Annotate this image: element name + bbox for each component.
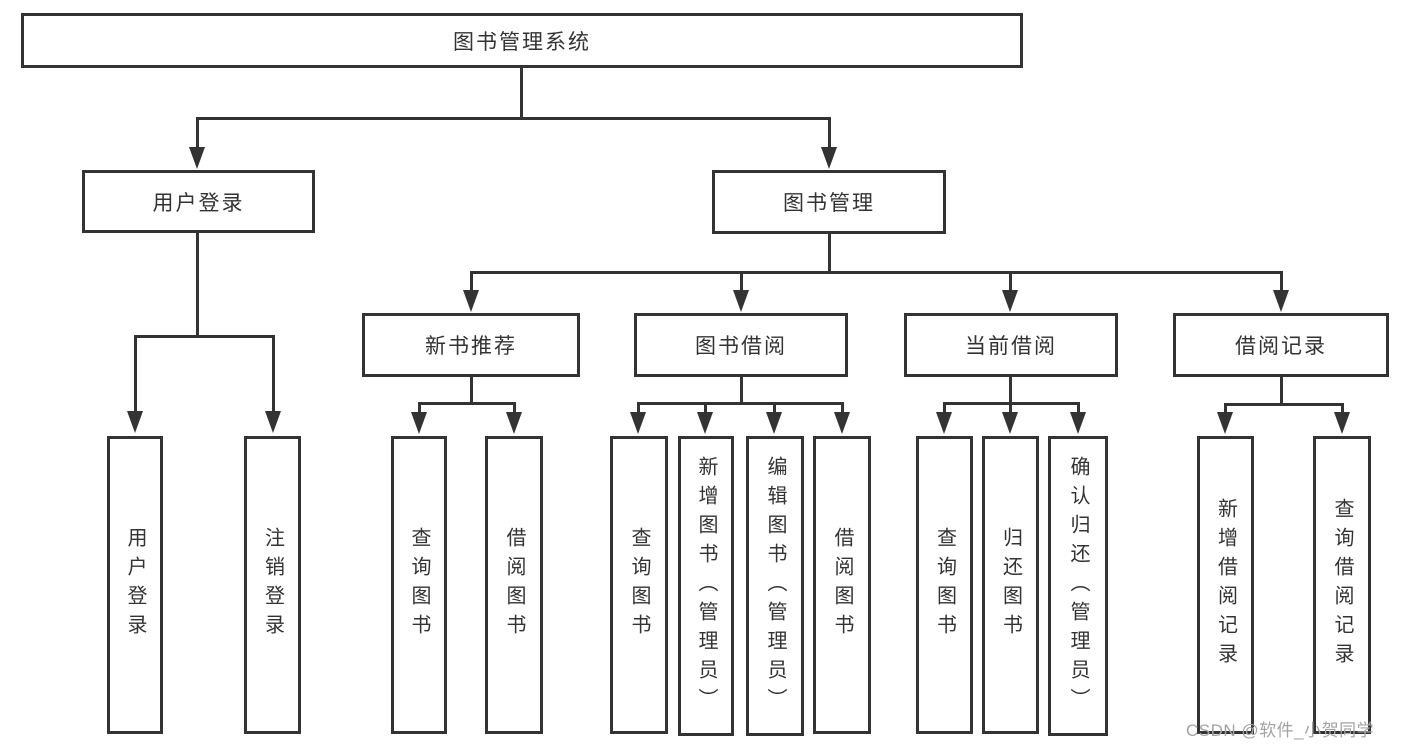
arrowhead-down-icon — [1334, 412, 1350, 434]
csdn-watermark: CSDN @软件_小贺同学 — [1186, 721, 1375, 740]
connector-line — [196, 232, 199, 337]
arrowhead-down-icon — [630, 412, 646, 434]
leaf-current-confirm-return-admin: 确认归还（管理员） — [1048, 436, 1108, 736]
node-root: 图书管理系统 — [21, 13, 1023, 68]
connector-line — [1224, 403, 1344, 406]
connector-line — [520, 68, 523, 118]
leaf-borrowing-query-books: 查询图书 — [610, 436, 668, 734]
leaf-user-login: 用户登录 — [107, 436, 163, 734]
arrowhead-down-icon — [697, 412, 713, 434]
connector-line — [1224, 403, 1227, 413]
leaf-records-query-record: 查询借阅记录 — [1313, 436, 1371, 734]
arrowhead-down-icon — [506, 412, 522, 434]
connector-line — [470, 271, 473, 292]
arrowhead-down-icon — [1002, 290, 1018, 312]
connector-line — [272, 335, 275, 413]
connector-line — [740, 271, 743, 292]
leaf-logout-label: 注销登录 — [261, 527, 284, 643]
leaf-borrowing-borrow-books: 借阅图书 — [813, 436, 871, 734]
node-new-book-recommend-label: 新书推荐 — [425, 335, 517, 358]
leaf-current-query-books-label: 查询图书 — [933, 527, 956, 643]
connector-line — [1009, 402, 1012, 413]
connector-line — [841, 402, 844, 413]
node-current-borrowing-label: 当前借阅 — [965, 335, 1057, 358]
leaf-borrowing-borrow-books-label: 借阅图书 — [831, 527, 853, 643]
connector-line — [134, 335, 137, 413]
leaf-records-query-record-label: 查询借阅记录 — [1331, 498, 1353, 672]
leaf-recommend-query-books: 查询图书 — [391, 436, 447, 734]
connector-line — [1077, 402, 1080, 413]
arrowhead-down-icon — [1273, 290, 1289, 312]
connector-line — [637, 402, 640, 413]
connector-line — [1341, 403, 1344, 413]
leaf-borrowing-add-books-admin-label: 新增图书（管理员） — [695, 455, 717, 717]
arrowhead-down-icon — [127, 411, 143, 433]
arrowhead-down-icon — [265, 411, 281, 433]
leaf-records-add-record-label: 新增借阅记录 — [1214, 498, 1237, 672]
connector-line — [470, 376, 473, 405]
leaf-recommend-borrow-books: 借阅图书 — [485, 436, 543, 734]
node-book-borrowing: 图书借阅 — [634, 313, 848, 377]
connector-line — [196, 117, 199, 148]
arrowhead-down-icon — [1070, 412, 1086, 434]
leaf-current-confirm-return-admin-label: 确认归还（管理员） — [1067, 455, 1089, 717]
arrowhead-down-icon — [1217, 412, 1233, 434]
node-new-book-recommend: 新书推荐 — [362, 313, 580, 377]
arrowhead-down-icon — [766, 412, 782, 434]
leaf-borrowing-add-books-admin: 新增图书（管理员） — [678, 436, 734, 736]
connector-line — [828, 233, 831, 273]
node-borrow-records-label: 借阅记录 — [1235, 335, 1327, 358]
leaf-borrowing-query-books-label: 查询图书 — [628, 527, 650, 643]
node-borrow-records: 借阅记录 — [1173, 313, 1389, 377]
node-current-borrowing: 当前借阅 — [904, 313, 1118, 377]
leaf-borrowing-edit-books-admin-label: 编辑图书（管理员） — [764, 455, 786, 717]
connector-line — [828, 117, 831, 148]
connector-line — [704, 402, 707, 413]
arrowhead-down-icon — [936, 412, 952, 434]
node-user-login: 用户登录 — [82, 170, 315, 233]
arrowhead-down-icon — [463, 290, 479, 312]
connector-line — [196, 117, 831, 120]
connector-line — [740, 376, 743, 405]
arrowhead-down-icon — [411, 412, 427, 434]
node-root-label: 图书管理系统 — [453, 30, 591, 54]
arrowhead-down-icon — [834, 412, 850, 434]
arrowhead-down-icon — [1002, 412, 1018, 434]
node-book-management-label: 图书管理 — [783, 192, 875, 215]
leaf-recommend-borrow-books-label: 借阅图书 — [503, 527, 525, 643]
node-book-management: 图书管理 — [712, 170, 946, 234]
connector-line — [134, 335, 275, 338]
connector-line — [773, 402, 776, 413]
connector-line — [470, 271, 1283, 274]
connector-line — [1009, 376, 1012, 405]
connector-line — [418, 402, 421, 413]
node-user-login-label: 用户登录 — [152, 191, 245, 215]
connector-line — [513, 402, 516, 413]
arrowhead-down-icon — [821, 147, 837, 169]
leaf-logout: 注销登录 — [244, 436, 301, 734]
connector-line — [1009, 271, 1012, 292]
connector-line — [1280, 271, 1283, 292]
connector-line — [637, 402, 844, 405]
leaf-recommend-query-books-label: 查询图书 — [408, 527, 430, 643]
connector-line — [943, 402, 946, 413]
arrowhead-down-icon — [733, 290, 749, 312]
node-book-borrowing-label: 图书借阅 — [695, 335, 787, 358]
leaf-user-login-label: 用户登录 — [124, 527, 146, 643]
connector-line — [418, 402, 516, 405]
leaf-borrowing-edit-books-admin: 编辑图书（管理员） — [746, 436, 804, 736]
leaf-current-query-books: 查询图书 — [916, 436, 973, 734]
arrowhead-down-icon — [189, 147, 205, 169]
connector-line — [1280, 376, 1283, 406]
leaf-current-return-books-label: 归还图书 — [999, 527, 1022, 643]
leaf-current-return-books: 归还图书 — [982, 436, 1039, 734]
leaf-records-add-record: 新增借阅记录 — [1197, 436, 1254, 734]
